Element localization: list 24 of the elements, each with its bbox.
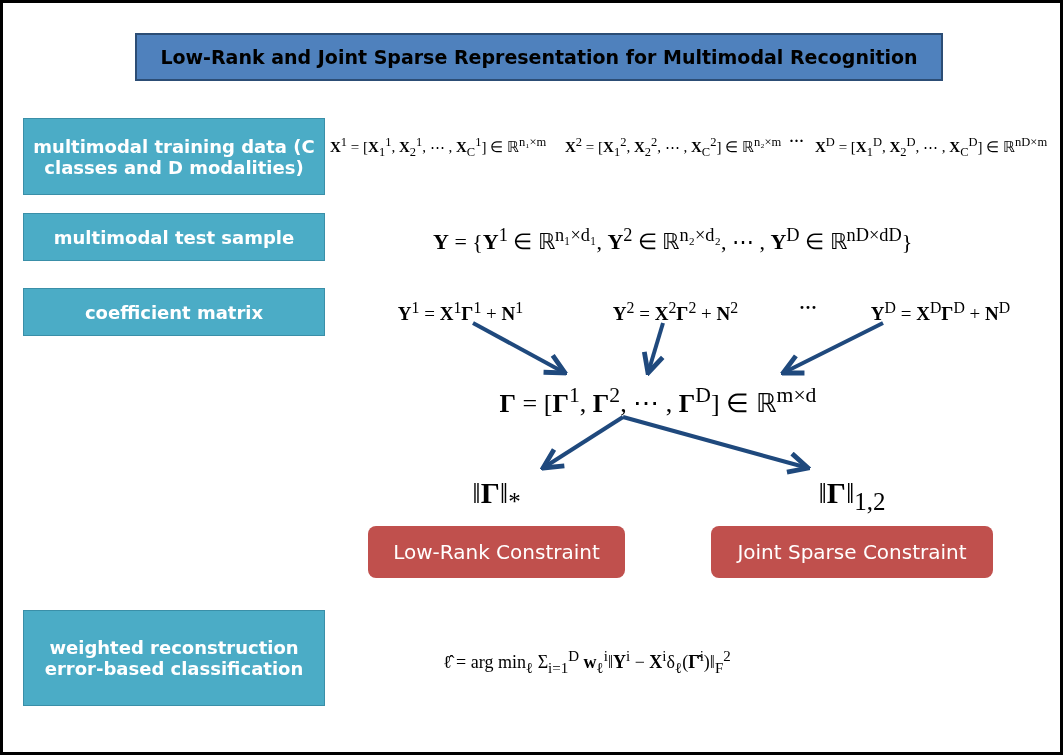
formula-text: Y = {Y$^{1}$ ∈ ℝ$^{n₁×d₁}$, Y$^{2}$ ∈ ℝ$^{n₂×d₂}$, ⋯ , Y$^{D}$ ∈ ℝ$^{nD×dD}$}: [433, 225, 913, 256]
arrow: [780, 321, 884, 376]
category-box: multimodal training data (C classes and D modalities): [23, 118, 325, 195]
ellipsis-text: ···: [799, 297, 817, 320]
formula-text: X$^{1}$ = [X$_{1}$$^{1}$, X$_{2}$$^{1}$, ⋯ , X$_{C}$$^{1}$] ∈ ℝ$^{n₁×m}$: [330, 135, 547, 160]
title-banner: Low-Rank and Joint Sparse Representation for Multimodal Recognition: [135, 33, 943, 81]
constraint-box: Joint Sparse Constraint: [711, 526, 993, 578]
ellipsis-text: ···: [789, 133, 804, 150]
arrow: [622, 415, 811, 475]
equation-text: Γ = [Γ$^{1}$, Γ$^{2}$, ⋯ , Γ$^{D}$] ∈ ℝ$^{m×d}$: [458, 373, 858, 417]
arrow: [540, 415, 625, 471]
norm-formula: ‖Γ‖$_{*}$: [471, 475, 522, 517]
category-box: coefficient matrix: [23, 288, 325, 336]
equation-text: Y$^{2}$ = X$^{2}$Γ$^{2}$ + N$^{2}$: [578, 293, 773, 323]
category-box: multimodal test sample: [23, 213, 325, 261]
category-box: weighted reconstruction error-based classification: [23, 610, 325, 706]
formula-text: X$^{D}$ = [X$_{1}$$^{D}$, X$_{2}$$^{D}$, ⋯ , X$_{C}$$^{D}$] ∈ ℝ$^{nD×m}$: [815, 135, 1048, 160]
arrow: [641, 322, 666, 376]
formula-text: X$^{2}$ = [X$_{1}$$^{2}$, X$_{2}$$^{2}$, ⋯ , X$_{C}$$^{2}$] ∈ ℝ$^{n₂×m}$: [565, 135, 782, 160]
constraint-box: Low-Rank Constraint: [368, 526, 625, 578]
arrow: [472, 321, 568, 376]
equation-text: Y$^{1}$ = X$^{1}$Γ$^{1}$ + N$^{1}$: [363, 293, 558, 323]
norm-formula: ‖Γ‖$_{1,2}$: [817, 475, 887, 517]
equation-text: Y$^{D}$ = X$^{D}$Γ$^{D}$ + N$^{D}$: [838, 293, 1043, 323]
